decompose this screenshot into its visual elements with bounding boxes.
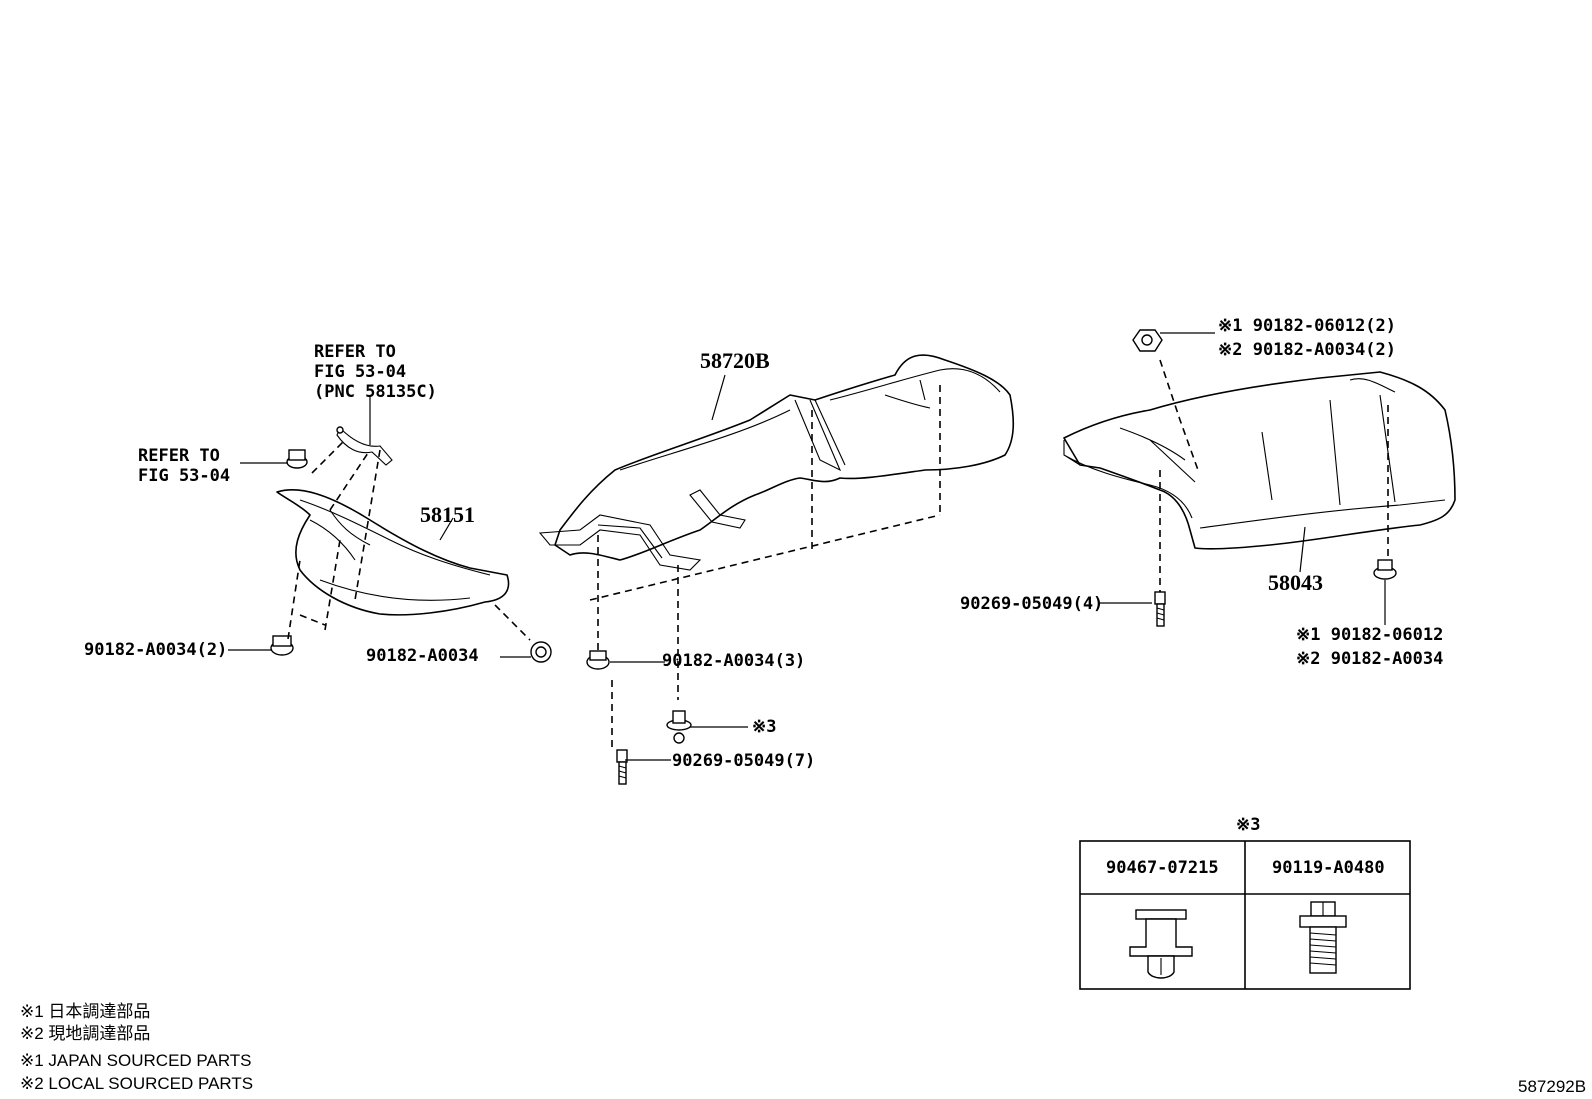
bolt-58720b-label: 90269-05049(7) [672, 751, 815, 771]
heat-insulator-58151 [276, 489, 510, 616]
bolt-58043-label: 90269-05049(4) [960, 594, 1103, 614]
figure-code: 587292B [1518, 1077, 1586, 1096]
nut-icon [270, 635, 294, 656]
table-col-2-header: 90119-A0480 [1272, 858, 1385, 878]
part-number-58720b: 58720B [700, 348, 770, 373]
nut-icon [1132, 329, 1163, 352]
fastener-table: ※3 90467-07215 90119-A0480 [1079, 815, 1411, 990]
bottom-right-label-line2: ※2 90182-A0034 [1296, 649, 1443, 669]
legend-line-2: ※2 現地調達部品 [20, 1024, 150, 1043]
flange-bolt-icon [1299, 901, 1347, 974]
legend-line-1: ※1 日本調達部品 [20, 1002, 150, 1021]
clip-icon [666, 710, 692, 744]
nut-icon [586, 650, 610, 670]
refer-fig-pnc-line2: FIG 53-04 [314, 362, 406, 382]
nut-icon [530, 641, 552, 663]
refer-fig-line1: REFER TO [138, 446, 220, 466]
refer-fig-pnc-line1: REFER TO [314, 342, 396, 362]
heat-insulator-58043 [1063, 371, 1456, 550]
heat-insulator-58720b [538, 354, 1015, 571]
nut-58151-right-label: 90182-A0034 [366, 646, 479, 666]
legend-line-4: ※2 LOCAL SOURCED PARTS [20, 1074, 253, 1093]
nut-58151-left-label: 90182-A0034(2) [84, 640, 227, 660]
part-number-58151: 58151 [420, 502, 475, 527]
push-rivet-clip-icon [1129, 909, 1193, 979]
refer-fig-line2: FIG 53-04 [138, 466, 230, 486]
nut-icon [1373, 559, 1397, 580]
bottom-right-label-line1: ※1 90182-06012 [1296, 625, 1443, 645]
top-right-label-line2: ※2 90182-A0034(2) [1218, 340, 1396, 360]
nut-58720b-label: 90182-A0034(3) [662, 651, 805, 671]
bolt-icon [1154, 591, 1166, 627]
part-number-58043: 58043 [1268, 570, 1323, 595]
nut-icon [286, 449, 308, 469]
refer-fig-pnc-line3: (PNC 58135C) [314, 382, 437, 402]
clip-note-label: ※3 [752, 717, 776, 737]
table-title: ※3 [1236, 815, 1260, 835]
table-col-1-header: 90467-07215 [1106, 858, 1219, 878]
bolt-icon [616, 749, 628, 785]
bracket-refer-fig [336, 426, 393, 466]
top-right-label-line1: ※1 90182-06012(2) [1218, 316, 1396, 336]
legend-line-3: ※1 JAPAN SOURCED PARTS [20, 1051, 252, 1070]
